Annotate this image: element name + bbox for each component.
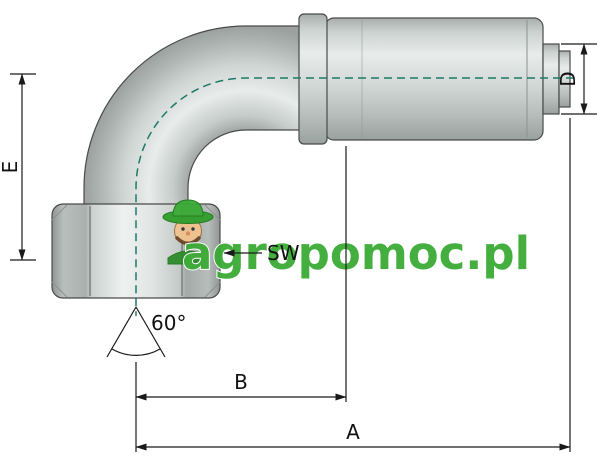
dimension-b: B — [135, 146, 347, 452]
cone-angle-arc — [111, 348, 161, 356]
ferrule-body — [324, 17, 544, 141]
dimension-a: A — [135, 118, 571, 452]
watermark: agropomoc.pl — [162, 199, 531, 281]
mascot-eye-right — [191, 227, 195, 231]
hex-chamfer-lines — [51, 204, 221, 298]
cone-angle-label: 60° — [151, 311, 186, 335]
mascot-nose — [185, 231, 191, 236]
dimensions: E D SW 60° B — [0, 43, 597, 452]
mascot-beard — [175, 236, 201, 246]
sw-label: SW — [267, 241, 300, 265]
mascot-shoulders — [167, 250, 209, 265]
dimension-e: E — [0, 73, 36, 261]
farmer-mascot-icon — [162, 199, 214, 265]
b-label: B — [234, 370, 248, 394]
a-label: A — [346, 420, 360, 444]
hose-nipple-step2 — [558, 50, 571, 108]
d-label: D — [556, 71, 580, 86]
dimension-d: D — [556, 43, 597, 115]
mascot-hat-dome — [172, 199, 204, 217]
cone-angle: 60° — [106, 306, 186, 358]
centerline — [135, 77, 574, 316]
e-label: E — [0, 161, 22, 174]
mascot-eye-left — [181, 227, 185, 231]
ferrule-collar — [298, 13, 328, 145]
elbow-tube — [83, 25, 326, 207]
dimension-sw: SW — [223, 241, 300, 265]
ferrule — [298, 13, 571, 145]
cone-angle-lines — [106, 306, 166, 358]
fitting-drawing — [51, 13, 571, 299]
